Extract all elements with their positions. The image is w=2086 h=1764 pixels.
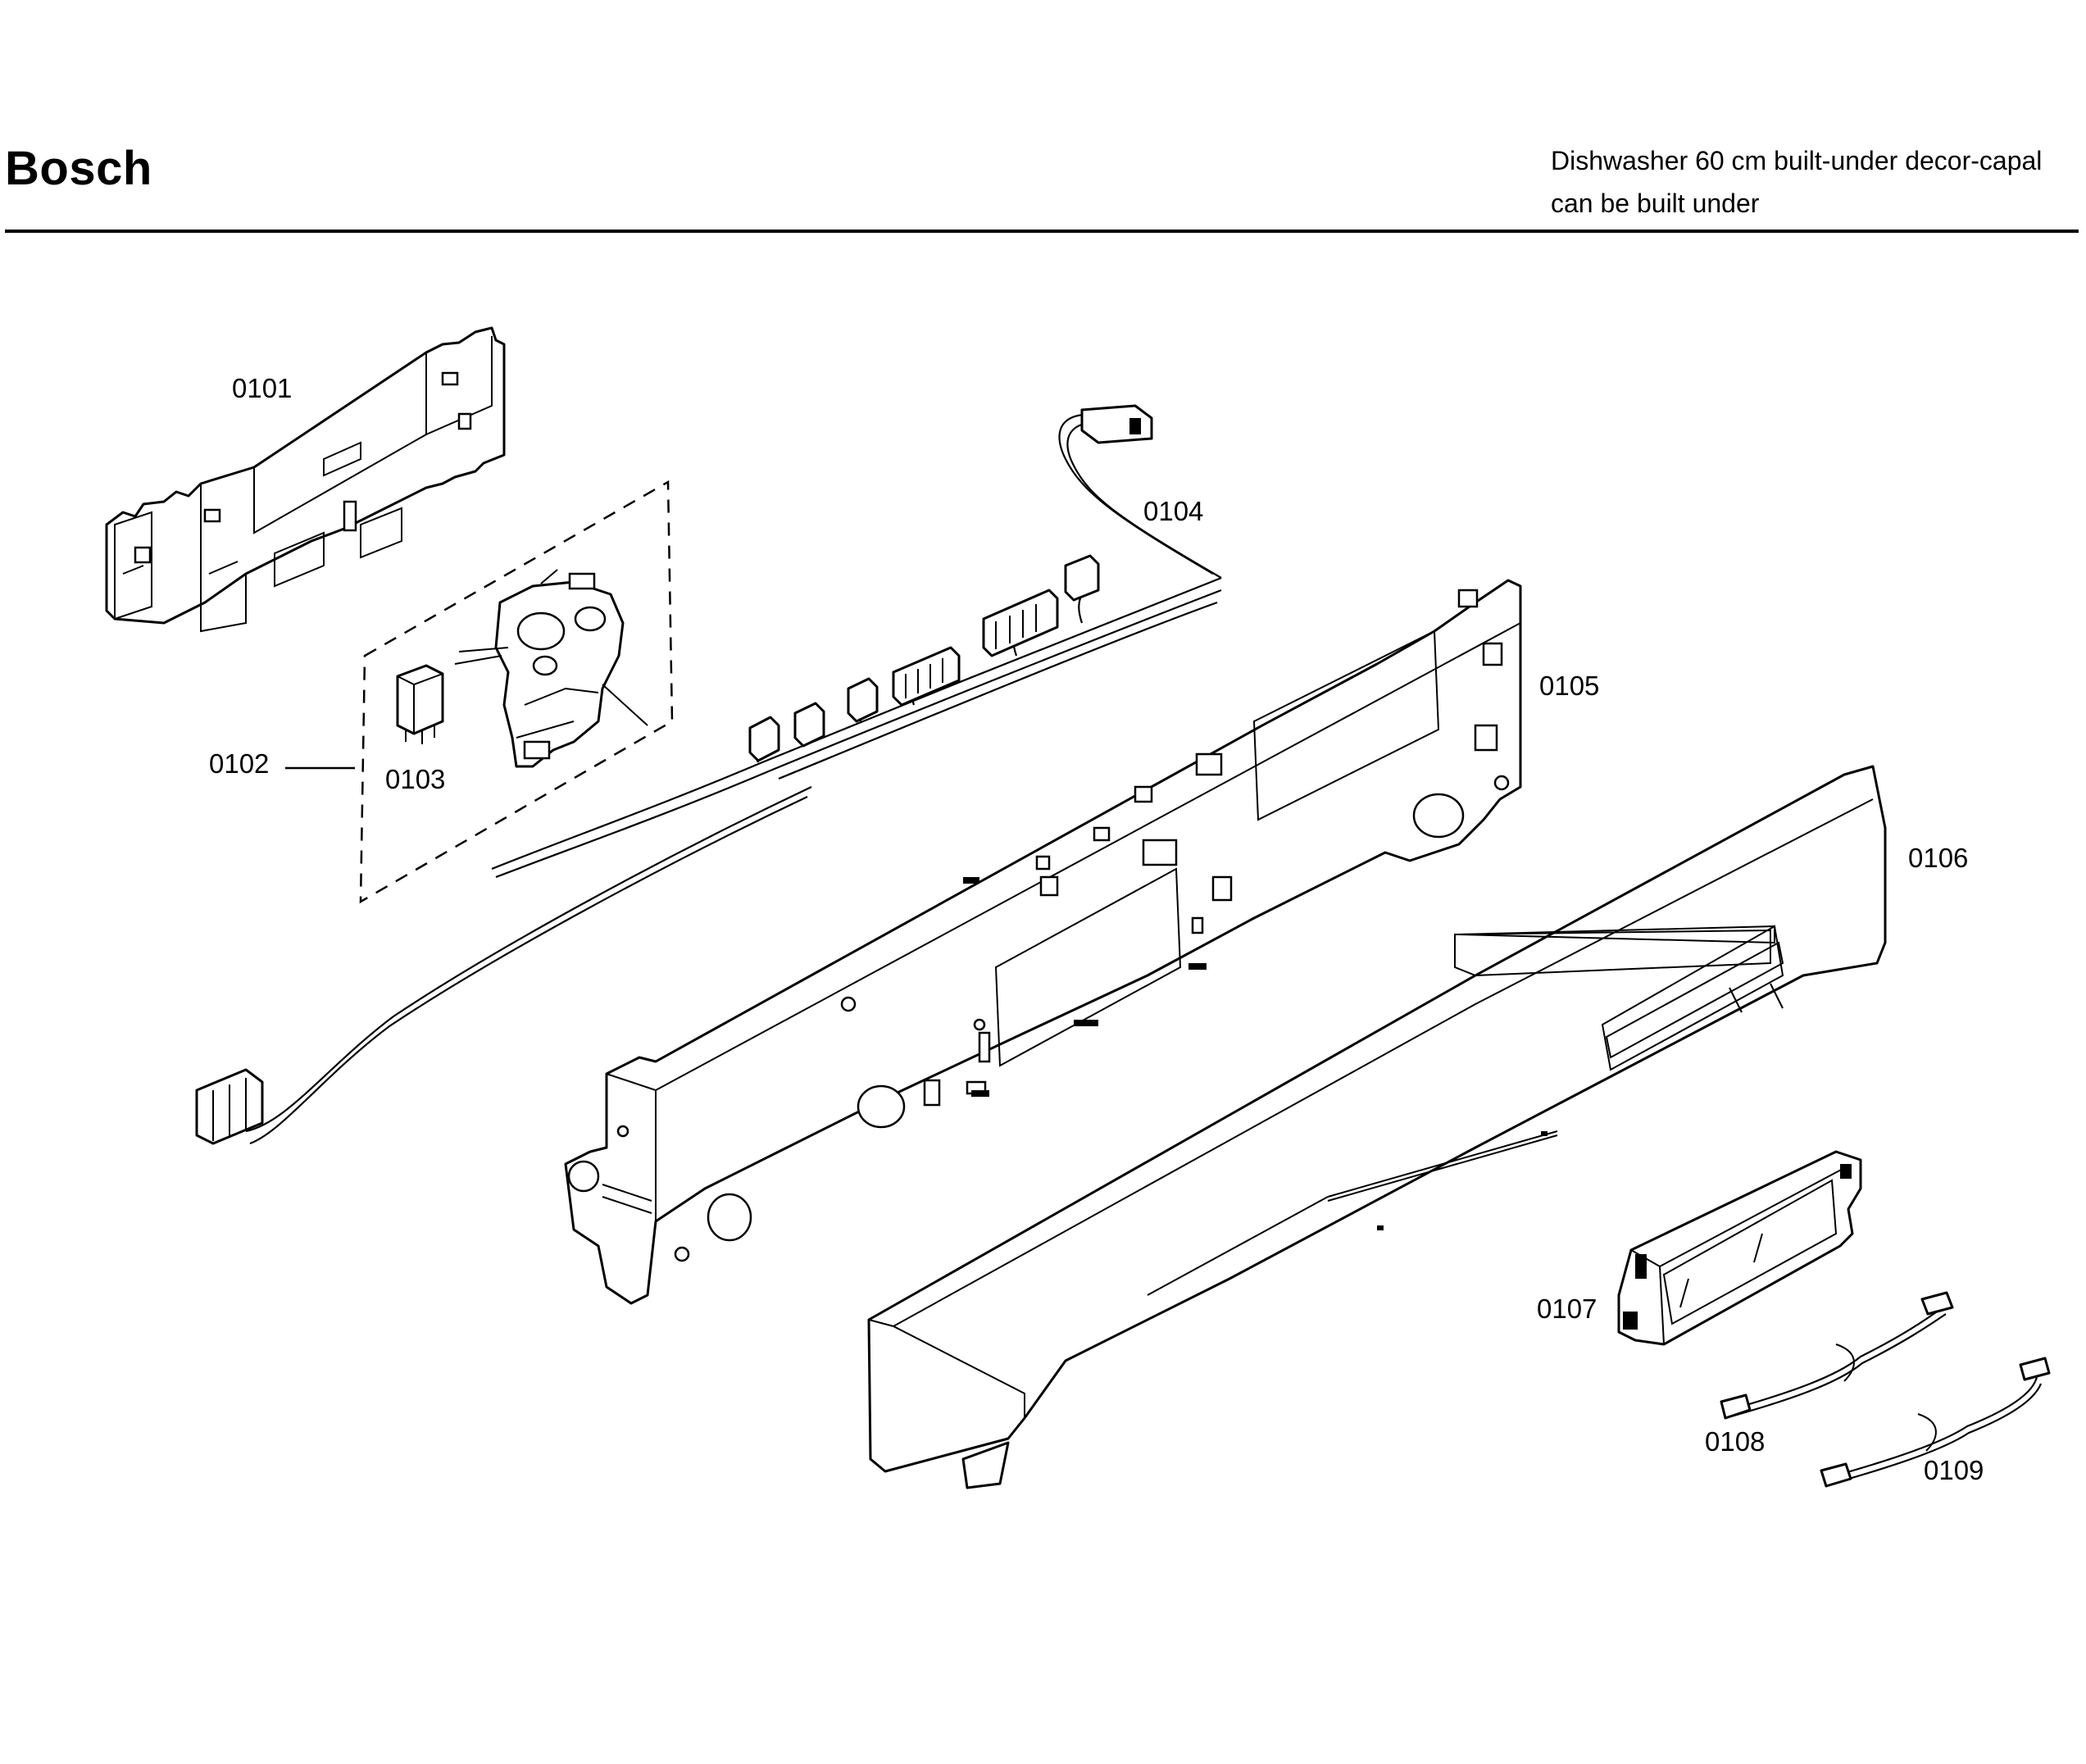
description-line-1: Dishwasher 60 cm built-under decor-capal [1551, 146, 2043, 175]
part-0102-valve-assembly[interactable] [454, 569, 648, 768]
part-0107-display-module[interactable] [1617, 1150, 1862, 1346]
label-0102: 0102 [209, 748, 269, 779]
label-0107: 0107 [1537, 1293, 1597, 1324]
label-0101: 0101 [232, 373, 292, 403]
label-0103: 0103 [385, 764, 445, 794]
part-0106-control-panel[interactable] [867, 765, 1887, 1489]
part-0104-wire-harness[interactable] [195, 404, 1222, 1145]
description-line-2: can be built under [1551, 189, 1760, 218]
part-0103-relay[interactable] [396, 664, 444, 744]
label-0108: 0108 [1705, 1426, 1765, 1457]
brand-title: Bosch [5, 142, 152, 195]
header-divider [5, 230, 2079, 233]
label-0106: 0106 [1908, 843, 1968, 873]
label-0105: 0105 [1539, 671, 1599, 701]
part-0102-group-outline [359, 480, 674, 904]
label-0104: 0104 [1143, 496, 1203, 526]
diagram-description: Dishwasher 60 cm built-under decor-capal… [1551, 139, 2042, 225]
part-0109-cable[interactable] [1820, 1357, 2051, 1488]
part-0108-cable[interactable] [1720, 1291, 1954, 1420]
part-0105-inner-frame[interactable] [564, 579, 1522, 1305]
label-0109: 0109 [1924, 1455, 1984, 1485]
part-0101-control-module[interactable] [105, 326, 506, 633]
